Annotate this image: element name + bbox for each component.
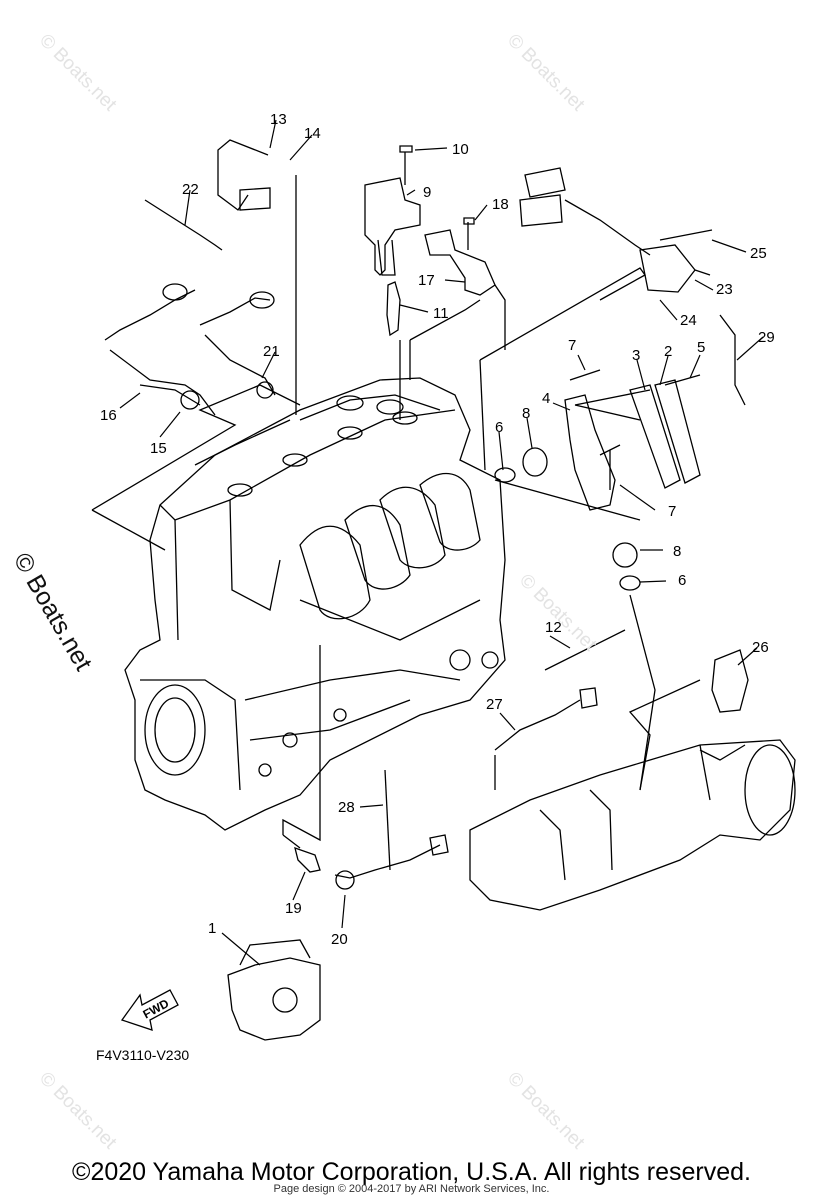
page-design-credit: Page design © 2004-2017 by ARI Network S… (273, 1183, 550, 1195)
fwd-label: FWD (141, 996, 172, 1021)
callout: 28 (338, 799, 355, 816)
callout: 8 (522, 405, 530, 422)
spark-plug (386, 281, 401, 337)
crank-sensor (639, 244, 696, 293)
callout: 22 (182, 181, 199, 198)
callout: 13 (270, 111, 287, 128)
callout: 10 (452, 141, 469, 158)
callout: 6 (678, 572, 686, 589)
callout: 3 (632, 347, 640, 364)
callout: 21 (263, 343, 280, 360)
callout: 27 (486, 696, 503, 713)
callout: 16 (100, 407, 117, 424)
callout: 8 (673, 543, 681, 560)
callout: 7 (668, 503, 676, 520)
callout: 24 (680, 312, 697, 329)
copyright-notice: ©2020 Yamaha Motor Corporation, U.S.A. A… (72, 1158, 751, 1186)
callout: 11 (433, 305, 449, 322)
callout: 17 (418, 272, 435, 289)
callout: 2 (664, 343, 672, 360)
fwd-arrow (120, 989, 179, 1031)
air-duct (469, 739, 796, 911)
callout: 7 (568, 337, 576, 354)
callout: 1 (208, 920, 216, 937)
callout: 9 (423, 184, 431, 201)
callout: 23 (716, 281, 733, 298)
ignition-coil (364, 177, 421, 276)
callout: 25 (750, 245, 767, 262)
ecu-unit (227, 957, 321, 1041)
callout: 5 (697, 339, 705, 356)
callout: 14 (304, 125, 321, 142)
callout: 19 (285, 900, 302, 917)
callout: 29 (758, 329, 775, 346)
callout: 12 (545, 619, 562, 636)
callout: 26 (752, 639, 769, 656)
callout: 6 (495, 419, 503, 436)
callout: 20 (331, 931, 348, 948)
engine-block (124, 377, 506, 831)
callout: 15 (150, 440, 167, 457)
callout: 18 (492, 196, 509, 213)
callout: 4 (542, 390, 550, 407)
diagram-code: F4V3110-V230 (96, 1047, 190, 1063)
